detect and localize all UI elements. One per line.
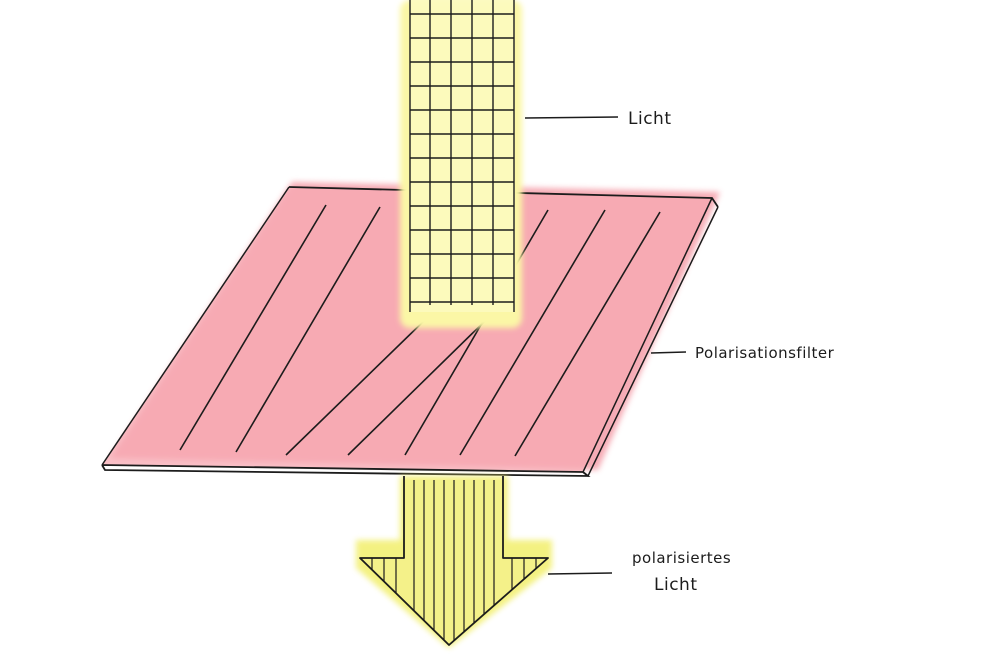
arrow-outline — [359, 476, 549, 646]
arrow-vertical-lines — [371, 480, 537, 645]
light-beam-body — [410, 0, 515, 312]
label-polarized-light-line2: Licht — [654, 575, 697, 595]
leader-line-filter — [650, 351, 687, 354]
light-beam-grid — [409, 0, 515, 312]
label-light: Licht — [628, 109, 671, 129]
filter-plane — [102, 187, 712, 472]
label-polarization-filter: Polarisationsfilter — [695, 344, 835, 362]
label-polarized-light-line1: polarisiertes — [632, 549, 731, 567]
leader-lines — [524, 116, 687, 575]
leader-line-light — [524, 116, 619, 119]
filter-diagonal-lines — [179, 204, 661, 457]
filter-edge-left — [101, 186, 290, 466]
polarized-light-arrow — [356, 476, 552, 648]
filter-edge-bottom — [101, 464, 591, 477]
leader-line-polarized — [547, 572, 613, 575]
light-beam — [400, 0, 522, 328]
